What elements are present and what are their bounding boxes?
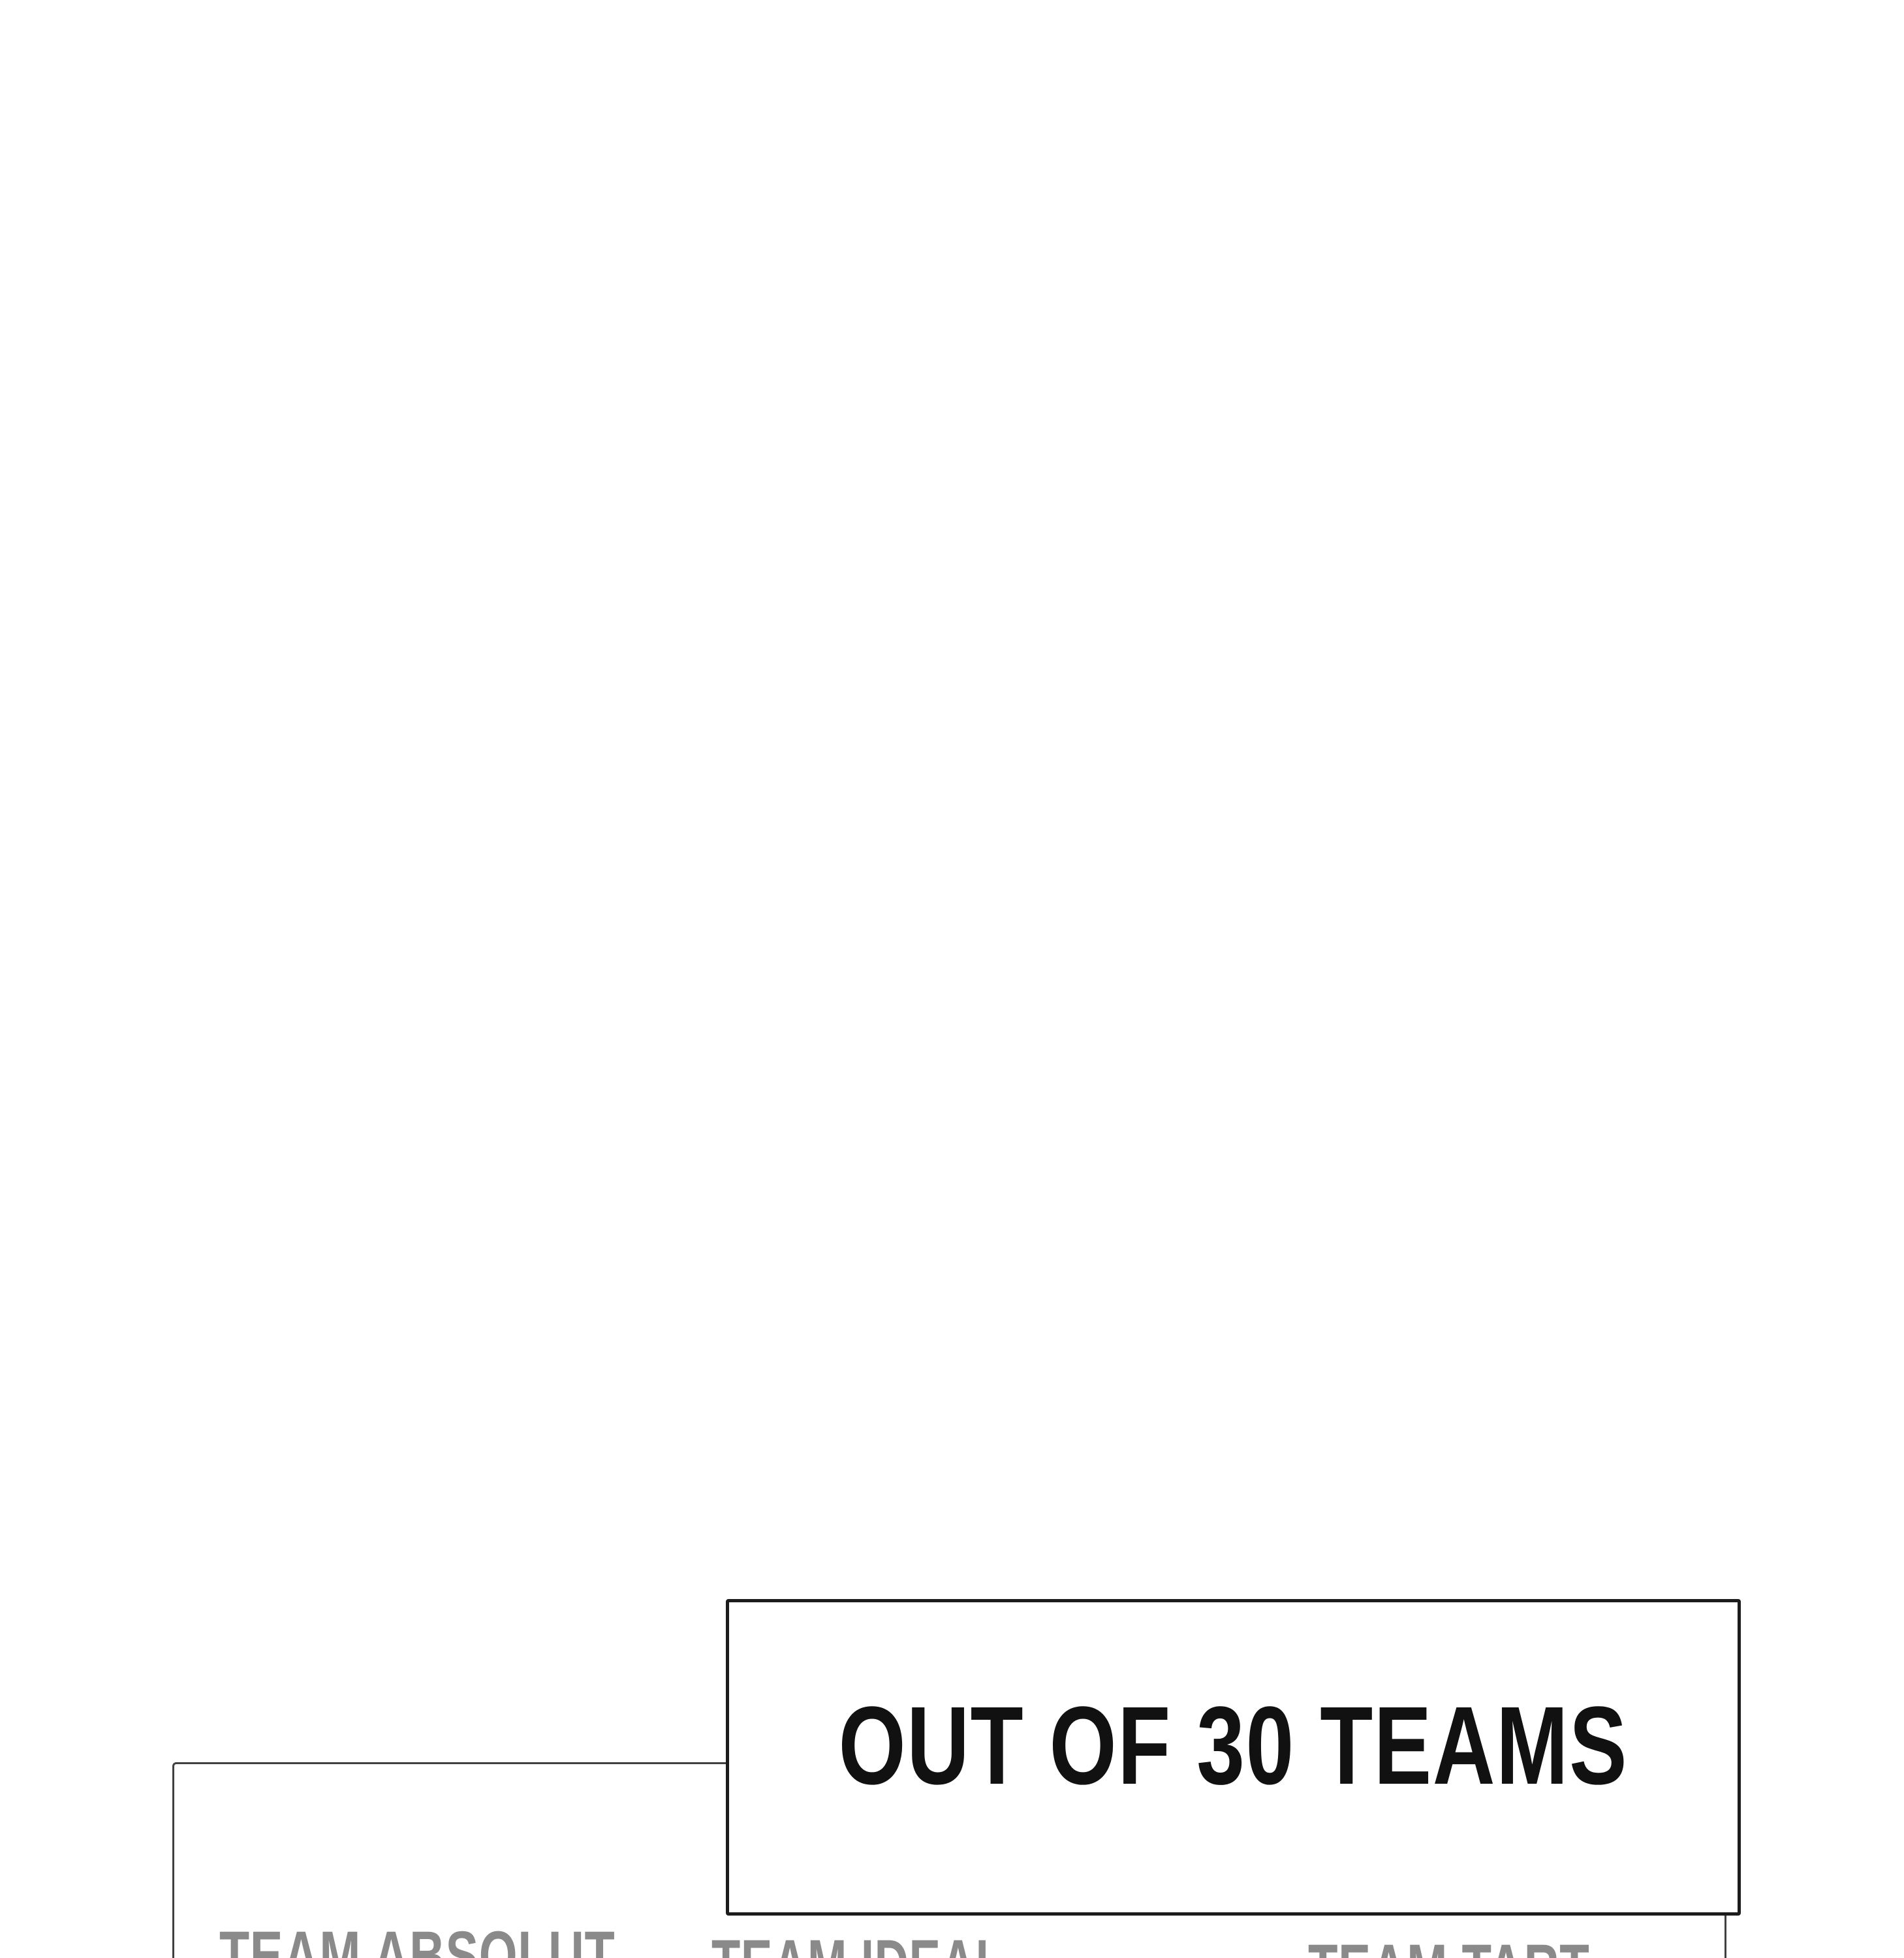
team-label-absolut: TEAM ABSOLUT (219, 1918, 616, 1958)
caption-box: OUT OF 30 TEAMS (726, 1599, 1741, 1916)
caption-text: OUT OF 30 TEAMS (838, 1683, 1629, 1808)
team-label-tart: TEAM TART (1308, 1935, 1590, 1958)
team-label-ideal: TEAM IDEAL (711, 1930, 1005, 1958)
